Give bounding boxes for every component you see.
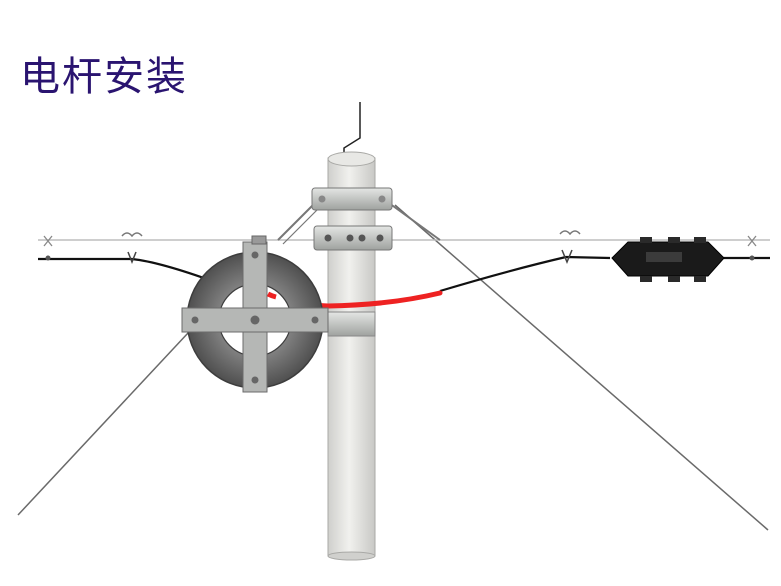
guy-wire-right: [394, 204, 769, 531]
page-title: 电杆安装: [20, 54, 188, 100]
splice-closure: [611, 237, 725, 282]
coil-cable-tail: [266, 291, 277, 300]
pole-clamp-lower: [327, 311, 376, 337]
pole-clamp-upper: [311, 187, 393, 211]
suspension-clamp: [313, 225, 393, 251]
cable-hanger-left: [43, 232, 143, 265]
guy-wire-left: [17, 332, 189, 516]
pole: [327, 151, 376, 561]
cable-hanger-right: [559, 230, 757, 264]
slack-rack: [181, 235, 329, 393]
